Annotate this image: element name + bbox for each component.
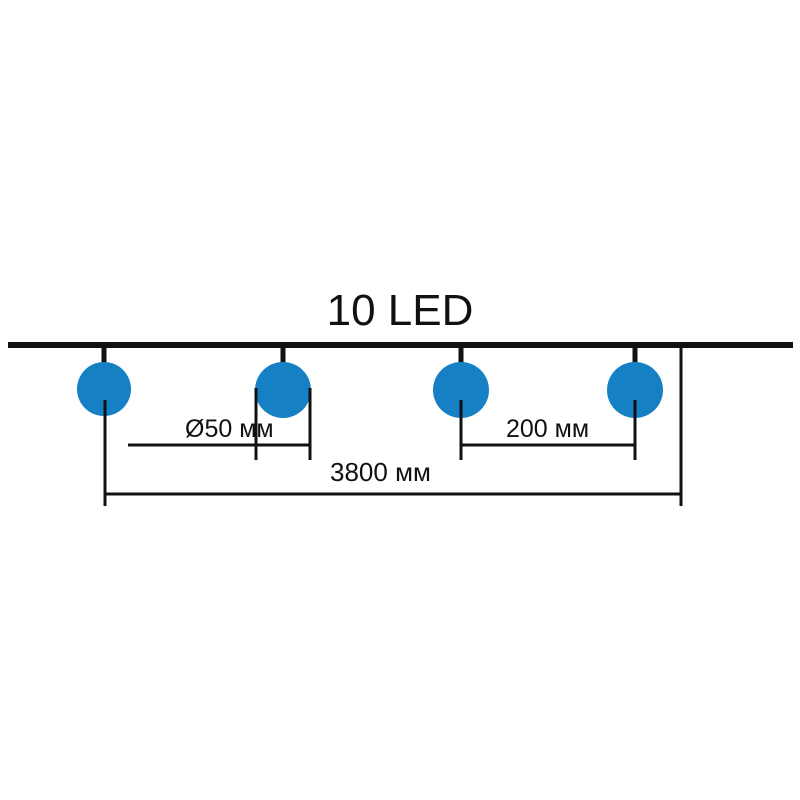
bulb-2 xyxy=(255,362,311,418)
spacing-dimension-label: 200 мм xyxy=(506,415,589,443)
diameter-dimension-label: Ø50 мм xyxy=(185,415,274,443)
bulb-4 xyxy=(607,362,663,418)
diagram-title: 10 LED xyxy=(327,286,474,335)
total-length-dimension-label: 3800 мм xyxy=(330,457,431,487)
bulb-3 xyxy=(433,362,489,418)
bulb-1 xyxy=(77,362,131,416)
